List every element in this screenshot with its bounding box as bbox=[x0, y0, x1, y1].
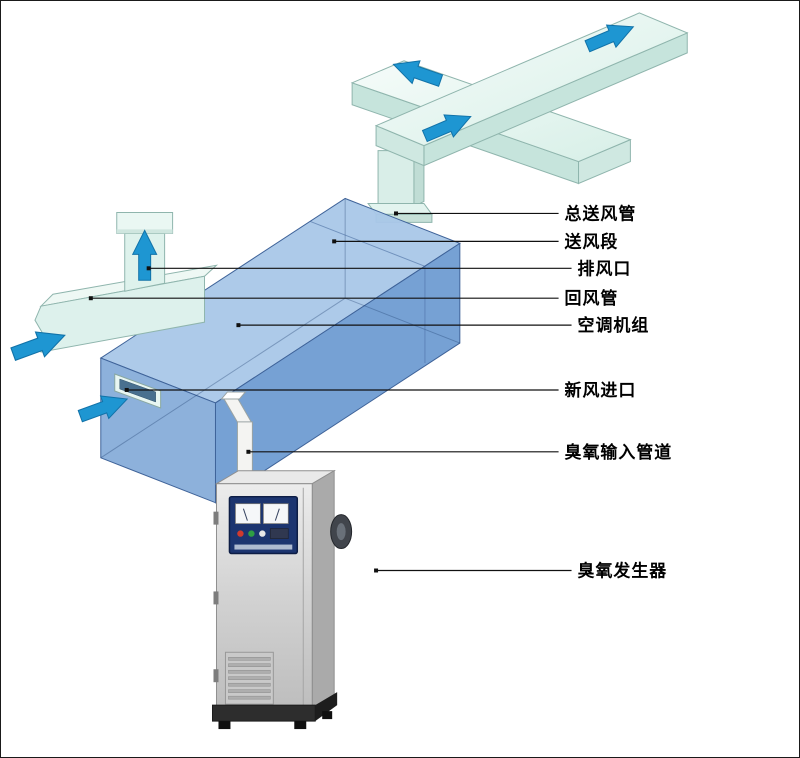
leader-ozone-generator bbox=[374, 568, 572, 573]
hinge bbox=[213, 669, 219, 683]
label-ozone-generator: 臭氧发生器 bbox=[578, 560, 668, 580]
panel-label-strip bbox=[234, 544, 293, 550]
label-fresh-air-inlet: 新风进口 bbox=[565, 380, 637, 400]
hinge bbox=[213, 591, 219, 605]
part-labels: 总送风管 送风段 排风口 回风管 空调机组 新风进口 臭氧输入管道 臭氧发生器 bbox=[565, 203, 673, 580]
leader-air-handling-unit bbox=[236, 323, 572, 328]
pipe-cap bbox=[220, 391, 247, 400]
ozone-generator-machine bbox=[211, 469, 353, 730]
label-ozone-input-pipe: 臭氧输入管道 bbox=[565, 442, 673, 462]
louver-vent bbox=[224, 651, 274, 705]
label-return-duct: 回风管 bbox=[565, 288, 619, 308]
power-switch bbox=[269, 528, 289, 539]
label-supply-section: 送风段 bbox=[565, 231, 619, 251]
leader-main-supply-duct bbox=[394, 211, 559, 216]
supply-section-divider bbox=[310, 220, 426, 267]
indicator-green bbox=[248, 530, 255, 537]
ahu-front-face bbox=[214, 242, 461, 504]
hinge bbox=[213, 511, 219, 525]
foot bbox=[322, 711, 333, 720]
machine-side bbox=[311, 469, 335, 712]
leader-exhaust-outlet bbox=[146, 266, 572, 271]
leader-ozone-input-pipe bbox=[246, 449, 559, 454]
foot bbox=[218, 721, 231, 730]
leader-fresh-air-inlet bbox=[124, 387, 559, 392]
label-main-supply-duct: 总送风管 bbox=[565, 203, 637, 223]
supply-cross-duct bbox=[350, 12, 689, 185]
indicator-red bbox=[237, 530, 244, 537]
leader-return-duct bbox=[88, 296, 559, 301]
foot bbox=[294, 721, 307, 730]
indicator-white bbox=[259, 530, 266, 537]
control-panel bbox=[228, 495, 299, 555]
label-exhaust-outlet: 排风口 bbox=[578, 258, 632, 278]
ozone-input-pipe-shape bbox=[220, 391, 254, 487]
label-air-handling-unit: 空调机组 bbox=[578, 315, 650, 335]
gauge-left bbox=[235, 503, 261, 525]
leader-lines bbox=[88, 211, 572, 573]
side-fan bbox=[330, 514, 353, 550]
machine-base bbox=[211, 692, 338, 730]
gauge-right bbox=[262, 503, 289, 525]
leader-supply-section bbox=[332, 239, 559, 244]
